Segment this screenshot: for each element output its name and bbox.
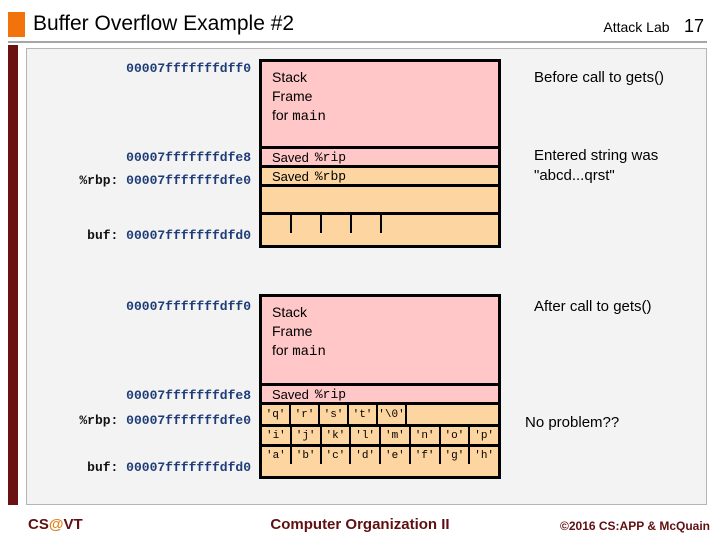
address-frame-top-before: 00007fffffffdff0 <box>126 61 251 76</box>
mid-buffer-row: 'i' 'j' 'k' 'l' 'm' 'n' 'o' 'p' <box>262 424 498 444</box>
frame-line: Frame <box>272 88 313 104</box>
byte-cell: 'm' <box>381 427 411 444</box>
stack-diagram-after: Stack Frame for main Saved%rip 'q' 'r' '… <box>259 294 501 479</box>
byte-cell: 'f' <box>410 447 441 464</box>
empty-stack-row-before <box>262 184 498 212</box>
address-saved-rbp-before: %rbp: 00007fffffffdfe0 <box>79 173 251 188</box>
address-saved-rip-after: 00007fffffffdfe8 <box>126 388 251 403</box>
caption-after: After call to gets() <box>534 298 652 315</box>
byte-cell: 't' <box>349 405 378 424</box>
stack-diagram-before: Stack Frame for main Saved%rip Saved%rbp <box>259 59 501 248</box>
byte-cell: 'l' <box>351 427 381 444</box>
byte-cell-empty <box>262 215 292 233</box>
saved-rbp-row-before: Saved%rbp <box>262 165 498 184</box>
byte-cell-empty <box>407 405 498 424</box>
byte-cell: 'i' <box>262 427 292 444</box>
address-saved-rip-before: 00007fffffffdfe8 <box>126 150 251 165</box>
saved-rip-row-after: Saved%rip <box>262 383 498 402</box>
frame-line: for main <box>272 107 326 125</box>
footer-brand: CS@VT <box>28 516 83 533</box>
footer-course-title: Computer Organization II <box>270 516 450 533</box>
entered-string-line1: Entered string was <box>534 147 659 164</box>
byte-cell: 'n' <box>410 427 441 444</box>
byte-cell-empty <box>322 215 352 233</box>
byte-cell: 'c' <box>321 447 352 464</box>
course-label: Attack Lab <box>603 19 670 35</box>
page-number: 17 <box>683 16 704 36</box>
byte-cell: 'o' <box>440 427 471 444</box>
entered-string-note: Entered string was "abcd...qrst" <box>534 146 658 186</box>
frame-line: Stack <box>272 69 308 85</box>
stack-frame-main-before: Stack Frame for main <box>262 62 498 146</box>
content-panel: 00007fffffffdff0 00007fffffffdfe8 %rbp: … <box>26 48 707 505</box>
address-saved-rbp-after: %rbp: 00007fffffffdfe0 <box>79 413 251 428</box>
byte-cell: 'g' <box>440 447 471 464</box>
frame-line: for main <box>272 342 326 360</box>
footer-copyright: ©2016 CS:APP & McQuain <box>560 519 710 533</box>
page-title: Buffer Overflow Example #2 <box>33 12 295 35</box>
byte-cell: 'd' <box>351 447 381 464</box>
byte-cell: '\0' <box>378 405 407 424</box>
frame-line: Stack <box>272 304 308 320</box>
byte-cell: 'k' <box>321 427 352 444</box>
buf-row-before <box>262 212 498 233</box>
no-problem-note: No problem?? <box>525 414 620 431</box>
buf-row-after: 'a' 'b' 'c' 'd' 'e' 'f' 'g' 'h' <box>262 444 498 464</box>
caption-before: Before call to gets() <box>534 69 665 86</box>
header-right: Attack Lab 17 <box>603 16 704 37</box>
entered-string-line2: "abcd...qrst" <box>534 167 615 184</box>
frame-line: Frame <box>272 323 313 339</box>
byte-cell: 'r' <box>291 405 320 424</box>
address-buf-after: buf: 00007fffffffdfd0 <box>87 460 251 475</box>
byte-cell: 'e' <box>381 447 411 464</box>
left-accent-bar <box>8 45 18 505</box>
byte-cell-empty <box>292 215 322 233</box>
title-bullet-icon <box>8 12 25 37</box>
address-frame-top-after: 00007fffffffdff0 <box>126 299 251 314</box>
byte-cell: 'q' <box>262 405 291 424</box>
overflow-row: 'q' 'r' 's' 't' '\0' <box>262 402 498 424</box>
byte-cell: 'p' <box>470 427 498 444</box>
byte-cell-empty <box>352 215 382 233</box>
byte-cell: 's' <box>320 405 349 424</box>
title-divider <box>8 41 707 43</box>
saved-rip-row-before: Saved%rip <box>262 146 498 165</box>
byte-cell: 'j' <box>291 427 322 444</box>
byte-cell-empty <box>382 215 498 233</box>
byte-cell: 'h' <box>470 447 498 464</box>
byte-cell: 'a' <box>262 447 292 464</box>
byte-cell: 'b' <box>291 447 322 464</box>
address-buf-before: buf: 00007fffffffdfd0 <box>87 228 251 243</box>
stack-frame-main-after: Stack Frame for main <box>262 297 498 383</box>
